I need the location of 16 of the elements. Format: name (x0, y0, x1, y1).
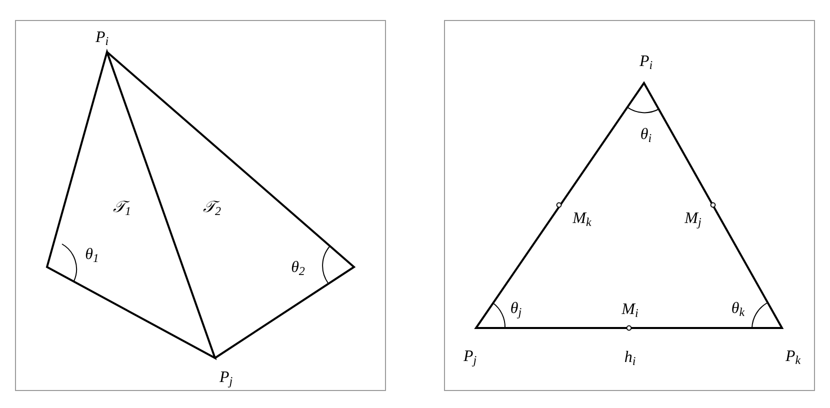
point-label: M$_{j}$ (684, 211, 702, 227)
point-label: θ$_{k}$ (731, 301, 745, 317)
point-label: 𝒯$_{1}$ (113, 200, 131, 216)
point-label: h$_{i}$ (624, 350, 636, 366)
point-label: θ$_{1}$ (85, 247, 99, 263)
point-label: M$_{k}$ (572, 211, 592, 227)
point-label: P$_{k}$ (785, 349, 801, 365)
point-label: M$_{i}$ (622, 302, 638, 318)
point-label: 𝒯$_{2}$ (203, 200, 221, 216)
point-label: θ$_{i}$ (640, 127, 652, 143)
point-label: P$_{i}$ (95, 30, 109, 46)
point-label: P$_{i}$ (639, 54, 653, 70)
point-label: θ$_{2}$ (291, 260, 305, 276)
point-label: P$_{j}$ (463, 349, 477, 365)
point-label: θ$_{j}$ (510, 301, 522, 317)
point-label: P$_{j}$ (219, 370, 233, 386)
